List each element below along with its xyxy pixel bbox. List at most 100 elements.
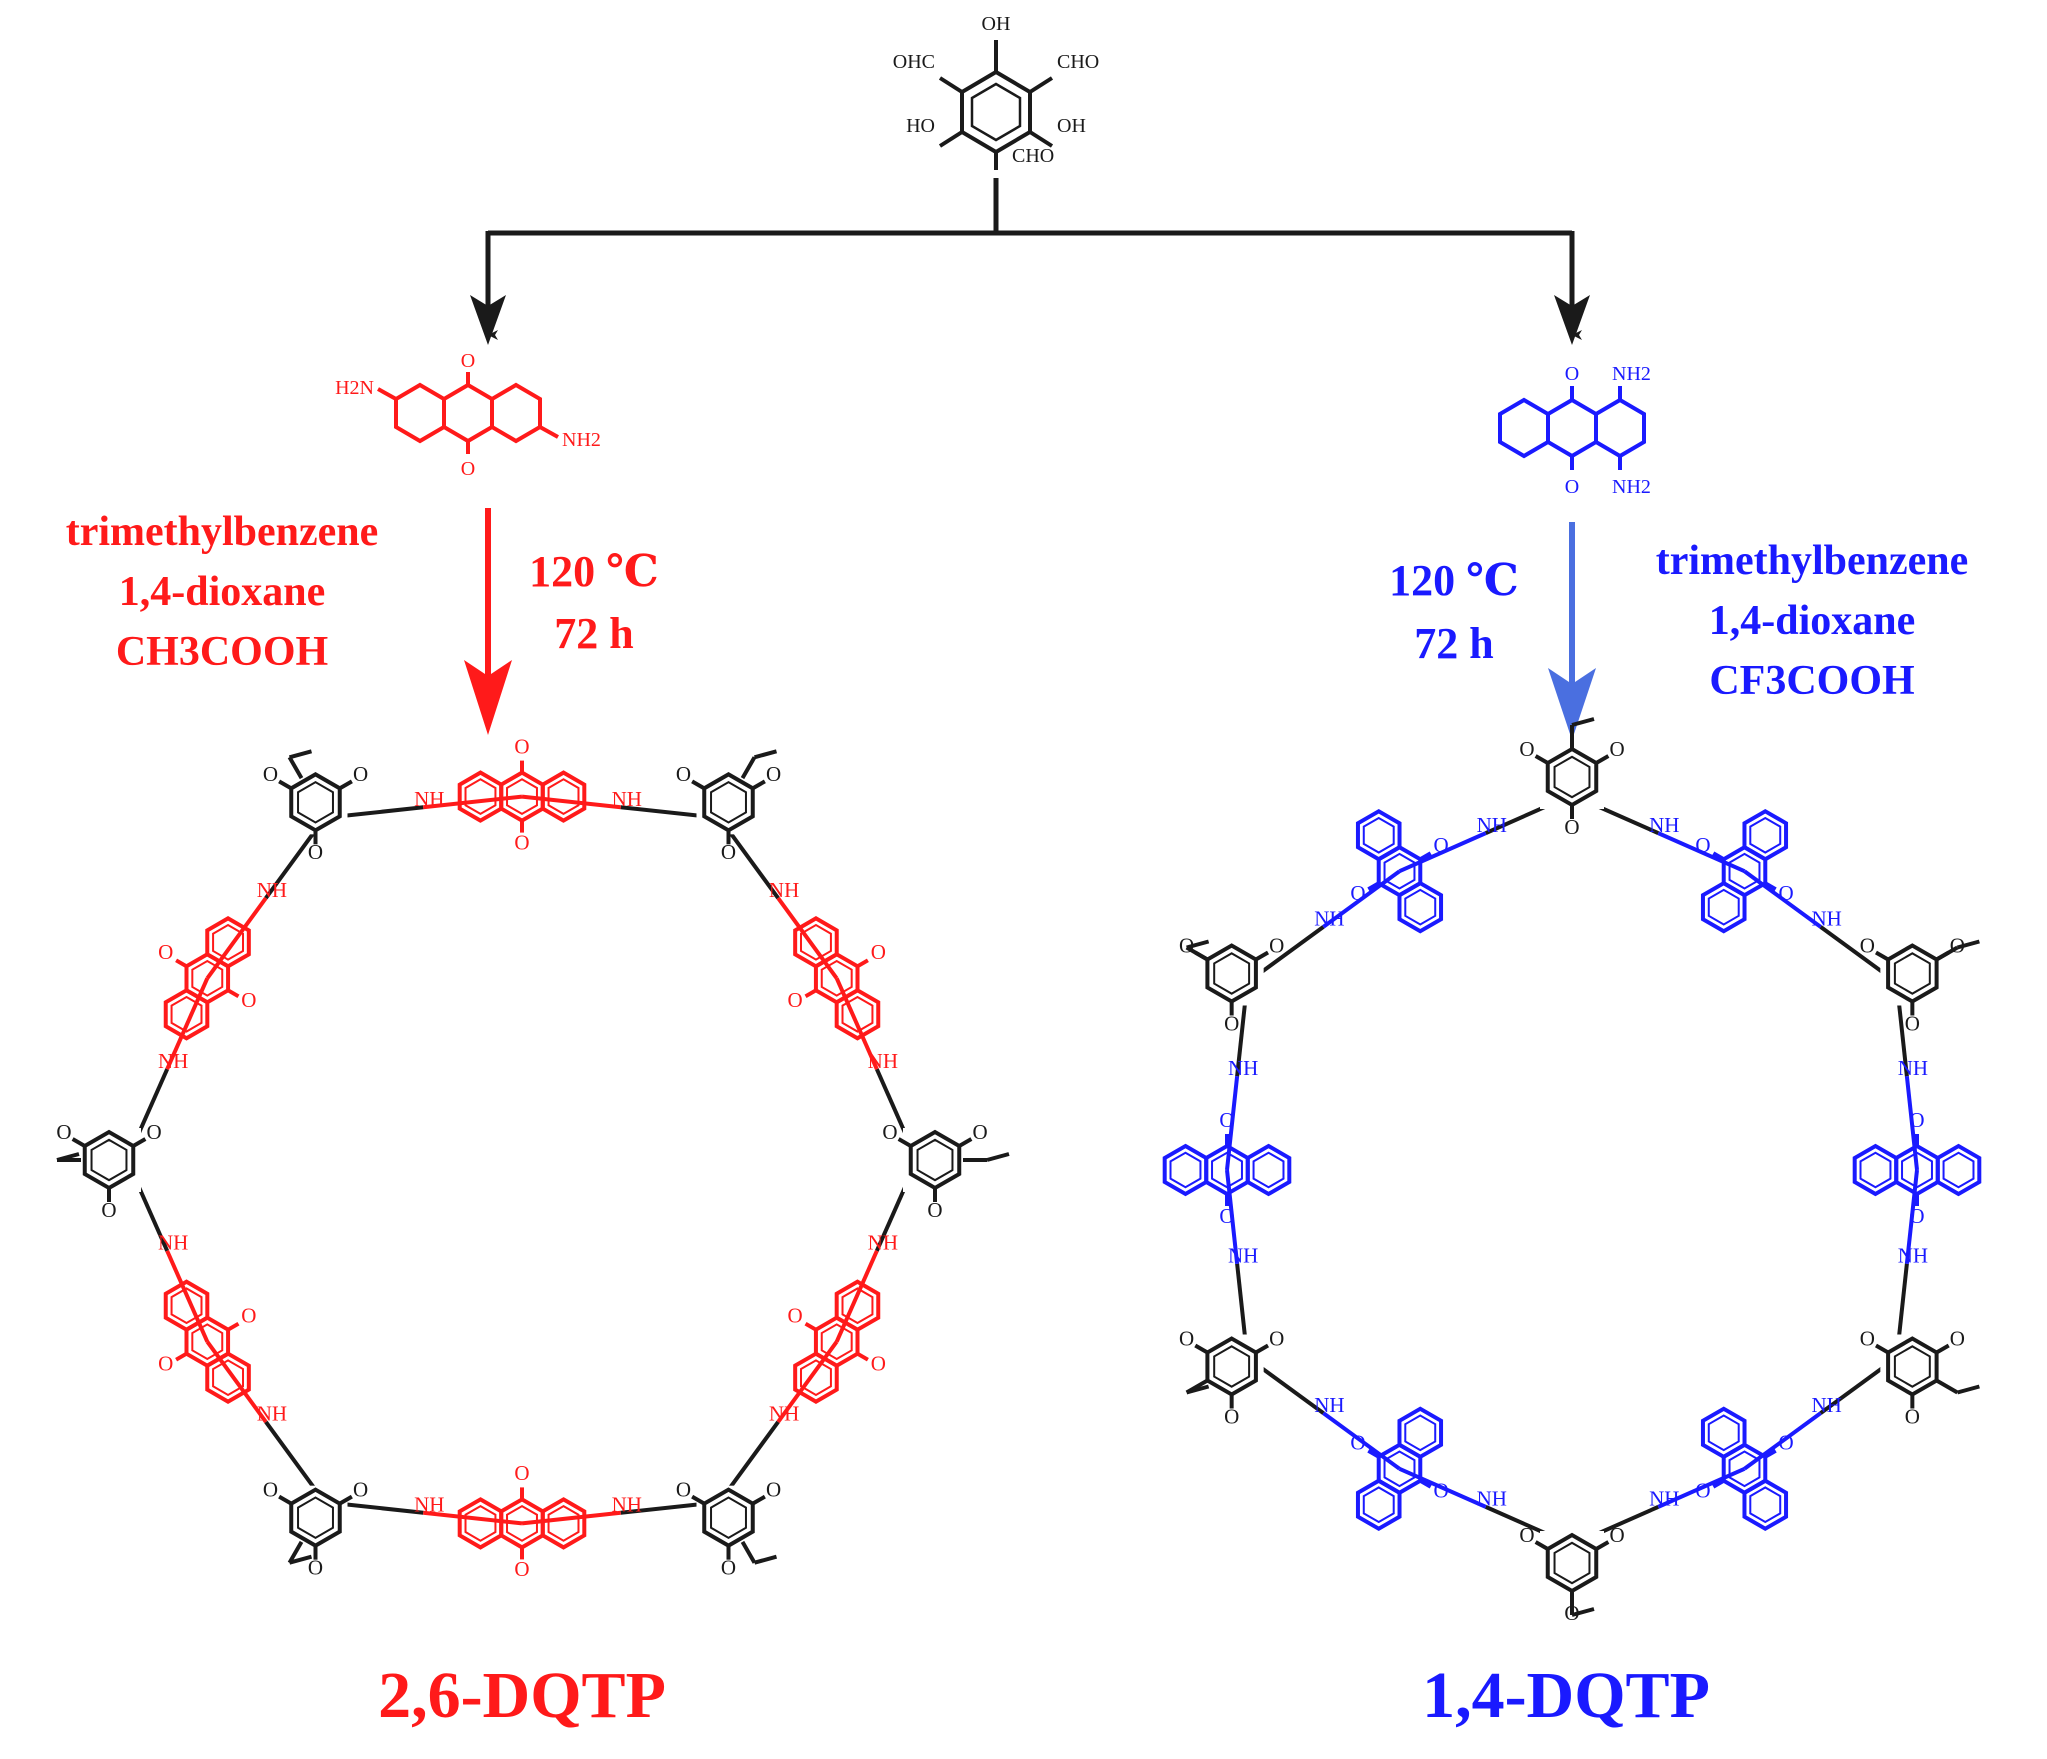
anthraquinone-ring [1742,808,1789,862]
carbonyl-o: O [676,1477,691,1501]
core-mask [903,1128,967,1192]
nh-linker: NH [1477,1487,1507,1511]
ethylidene-bond [986,1152,1010,1162]
ethylidene-bond [288,749,313,760]
carbonyl-o: O [308,840,323,864]
diaminoanthraquinone-26-structure [377,372,559,454]
quinone-bond [856,958,869,969]
amine-bond [521,794,621,810]
keto-core-ring-inner [1893,952,1931,995]
anthraquinone-ring [1355,808,1402,862]
core-mask [283,1485,348,1550]
ethylidene-bond [753,749,778,760]
quinone-bond [1419,851,1432,861]
left-temperature: 120 ℃ [529,547,659,596]
anthraquinone-ring-inner [1252,1151,1285,1189]
core-mask [1199,941,1264,1006]
ethylidene-bond [1935,1378,1959,1395]
quinone-o: O [1909,1204,1924,1228]
amine-bond [834,977,879,1070]
branch-arrows [485,178,1582,340]
core-mask [696,1485,761,1550]
left-branch-arrowhead [470,295,506,345]
keto-core-ring-inner [297,781,334,824]
quinone-o: O [514,734,529,758]
anthraquinone-ring [163,1279,210,1333]
carbonyl-bond [751,1494,766,1506]
nh-linker: NH [1228,1056,1258,1080]
anthraquinone-ring [1355,1478,1402,1532]
oh-label-bl: HO [906,115,935,137]
quinone-o: O [871,940,886,964]
carbonyl-o: O [353,1477,368,1501]
carbonyl-bond [1935,1343,1950,1355]
quinone-bond [1419,1479,1432,1489]
nh-linker: NH [1314,907,1344,931]
core-mask [696,770,761,835]
carbonyl-o: O [1609,1523,1624,1547]
carbonyl-o: O [263,762,278,786]
carbonyl-o: O [882,1120,897,1144]
ethylidene-bond [1935,945,1959,962]
nh-linker: NH [1649,1487,1679,1511]
amine-bond [521,1510,621,1526]
carbonyl-bond [278,779,293,791]
right-solvent-2: 1,4-dioxane [1709,598,1916,644]
carbonyl-o: O [1905,1011,1920,1035]
carbonyl-o: O [1269,933,1284,957]
carbonyl-o: O [927,1198,942,1222]
anthraquinone-ring [793,1351,839,1404]
anthraquinone-ring-inner [191,1323,224,1361]
quinone-o: O [1909,1108,1924,1132]
nh-linker: NH [769,1402,799,1426]
left-product-name: 2,6-DQTP [378,1659,666,1732]
anthraquinone-ring-inner [1362,816,1395,854]
quinone-bond [804,988,817,999]
quinone-bond [175,1351,188,1362]
anthraquinone-ring-inner [1707,1414,1740,1452]
quinone-o: O [1695,833,1710,857]
keto-core-ring-inner [710,1496,747,1539]
nh-linker: NH [414,787,444,811]
carbonyl-bond [338,779,353,791]
ethylidene-bond [1956,939,1980,950]
anthraquinone-ring-inner [547,1504,580,1542]
keto-core-ring-inner [90,1138,128,1182]
quinone-bond [856,1351,869,1362]
right-solvent-3: CF3COOH [1709,658,1914,704]
ethylidene-bond [1571,717,1595,727]
cho-label-bottom: CHO [1012,145,1054,167]
anthraquinone-ring-inner [799,1359,832,1397]
nh-linker: NH [1898,1056,1928,1080]
keto-core-ring-inner [916,1138,954,1182]
carbonyl-bond [751,779,766,791]
carbonyl-o: O [766,1477,781,1501]
nh-linker: NH [257,878,287,902]
carbonyl-bond [1874,950,1890,962]
right-product-name: 1,4-DQTP [1422,1659,1710,1732]
anthraquinone-ring-inner [1404,888,1437,926]
anthraquinone-ring [205,916,251,969]
anthraquinone-ring-inner [1707,888,1740,926]
quinone-bond [227,1321,240,1332]
quinone-o: O [1778,1431,1793,1455]
quinone-o: O [514,1557,529,1581]
carbonyl-bond [1595,1540,1610,1551]
ethylidene-bond [1186,939,1210,950]
anthraquinone-ring-inner [1404,1414,1437,1452]
anthraquinone-ring [1162,1143,1209,1197]
right-solvent-1: trimethylbenzene [1656,538,1969,584]
quinone-o: O [241,1304,256,1328]
nh-linker: NH [868,1231,898,1255]
right-amine-nh2-bottom: NH2 [1612,476,1651,498]
carbonyl-bond [338,1494,353,1506]
carbonyl-o: O [676,762,691,786]
carbonyl-bond [1194,1343,1209,1355]
quinone-o: O [241,988,256,1012]
right-reaction-arrow [1548,522,1596,740]
quinone-o: O [1778,881,1793,905]
left-amine-nh2-bottom: NH2 [562,429,601,451]
keto-core-ring-inner [1553,1541,1591,1585]
